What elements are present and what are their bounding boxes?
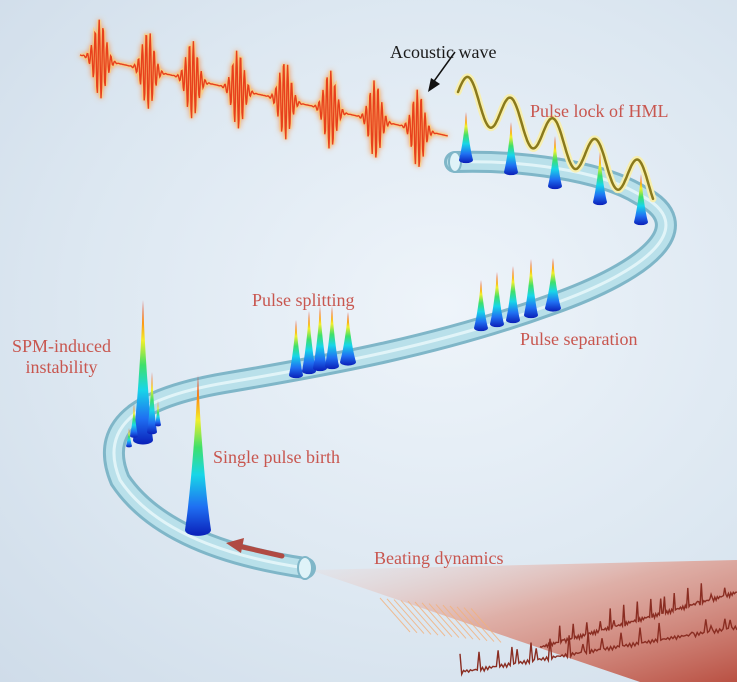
pulse-spike: [545, 258, 561, 312]
pulse-spike: [133, 300, 153, 445]
pulse-spike: [155, 401, 161, 427]
pulse-spike: [340, 312, 356, 366]
pulse-spike: [634, 174, 649, 226]
pulse-spike: [289, 320, 303, 379]
acoustic-wave-pointer: [431, 51, 456, 85]
pulse-spike: [185, 375, 211, 536]
pulse-train-trace: [79, 19, 448, 167]
pulse-spike: [490, 272, 504, 328]
beating-trace: [459, 618, 737, 677]
pulse-spike: [474, 280, 488, 332]
pulse-spike: [524, 259, 538, 319]
laser-cone: [310, 560, 737, 682]
label-single-pulse-birth: Single pulse birth: [213, 447, 340, 467]
pulse-spike: [459, 112, 473, 164]
pulse-spike: [126, 428, 132, 448]
fiber-output-face: [448, 151, 462, 173]
pulse-spike: [593, 152, 607, 206]
optical-fiber: [103, 150, 677, 580]
acoustic-wave: [428, 51, 657, 203]
label-acoustic-wave: Acoustic wave: [390, 42, 497, 62]
pulse-spike: [325, 306, 339, 370]
pulse-spike: [130, 404, 138, 438]
beating-trace: [539, 583, 737, 650]
pulse-spike: [147, 372, 157, 435]
label-pulse-separation: Pulse separation: [520, 329, 638, 349]
label-spm-line1: SPM-induced: [12, 336, 111, 356]
label-pulse-splitting: Pulse splitting: [252, 290, 355, 310]
pulse-groups: [126, 112, 649, 536]
pulse-spike: [302, 311, 316, 375]
fiber-end-face: [297, 556, 313, 580]
output-pulse-train: [79, 19, 449, 167]
propagation-arrow: [226, 538, 285, 559]
pulse-spike: [548, 136, 562, 190]
beating-fringes: [379, 597, 502, 643]
pulse-spike: [313, 306, 327, 372]
pulse-spike: [504, 122, 518, 176]
label-pulse-lock: Pulse lock of HML: [530, 101, 669, 121]
label-spm-line2: instability: [25, 356, 98, 377]
pulse-spike: [506, 266, 520, 324]
label-beating-dynamics: Beating dynamics: [374, 548, 504, 568]
arrowhead-icon: [428, 78, 440, 92]
label-spm-instability: SPM-induced instability: [12, 336, 111, 377]
